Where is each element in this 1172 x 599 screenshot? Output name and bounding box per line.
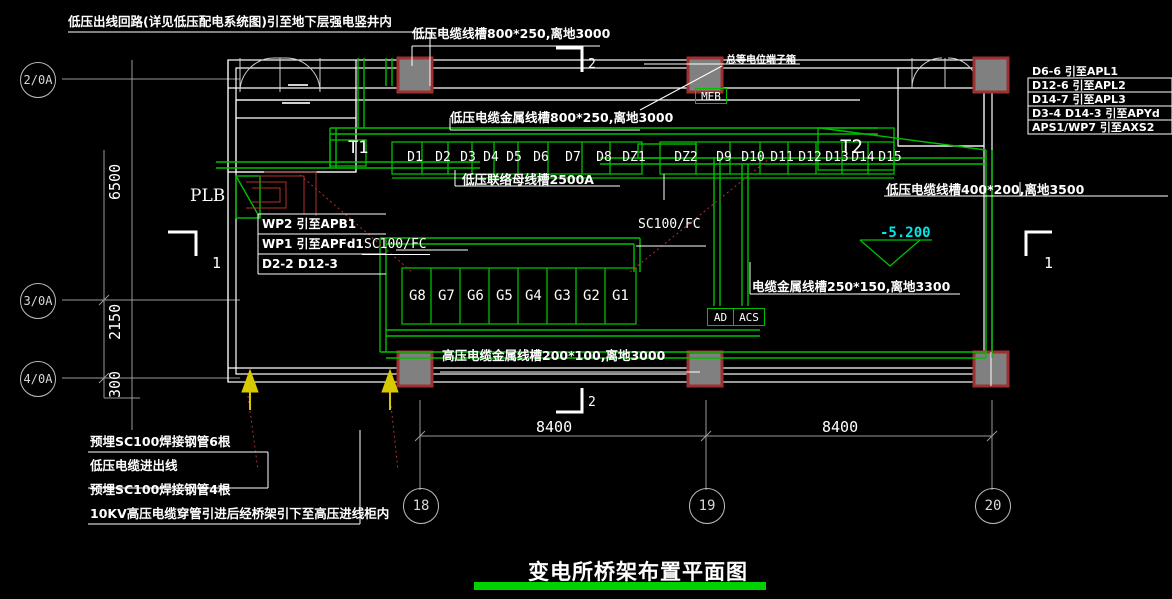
lv-panel-d14[interactable]: D14	[851, 150, 875, 165]
lv-panel-d13[interactable]: D13	[825, 150, 849, 165]
hv-panel-g4[interactable]: G4	[525, 288, 542, 304]
hv-panel-g7[interactable]: G7	[438, 288, 455, 304]
lv-panel-d4[interactable]: D4	[483, 150, 499, 165]
lv-panel-d5[interactable]: D5	[506, 150, 522, 165]
bottom-note-3: 预埋SC100焊接钢管4根	[90, 482, 231, 497]
dimension-vertical-2150: 2150	[106, 303, 124, 340]
title-underline	[474, 582, 766, 590]
lv-panel-d12[interactable]: D12	[798, 150, 822, 165]
annotation-hv-trough: 高压电缆金属线槽200*100,离地3000	[442, 348, 666, 363]
hv-panel-g1[interactable]: G1	[612, 288, 629, 304]
lv-panel-d8[interactable]: D8	[596, 150, 612, 165]
dimension-horizontal-right: 8400	[822, 418, 859, 436]
left-circuit-ref-2: WP1 引至APFd1	[262, 237, 364, 251]
grid-bubble-20[interactable]: 20	[975, 488, 1011, 524]
label-elevation: -5.200	[880, 225, 931, 241]
ground-entry-arrows	[241, 368, 399, 410]
lv-panel-d7[interactable]: D7	[565, 150, 581, 165]
label-sc100fc-left: SC100/FC	[364, 237, 427, 252]
annotation-lv-metal-trough: 低压电缆金属线槽800*250,离地3000	[450, 110, 674, 125]
right-circuit-ref-5: APS1/WP7 引至AXS2	[1032, 121, 1155, 134]
dimension-vertical-300: 300	[106, 370, 124, 398]
section-mark-2-top: 2	[588, 57, 596, 72]
right-circuit-ref-3: D14-7 引至APL3	[1032, 93, 1126, 106]
annotation-top-mid: 低压电缆线槽800*250,离地3000	[412, 26, 611, 41]
door-swing-arcs	[239, 57, 979, 93]
dimension-vertical-6500: 6500	[106, 163, 124, 200]
equipment-box-ad[interactable]: AD	[707, 308, 734, 326]
underline-sc100fc-left	[362, 254, 430, 255]
dimension-horizontal-left: 8400	[536, 418, 573, 436]
lv-panel-d9[interactable]: D9	[716, 150, 732, 165]
annotation-right-trough: 低压电缆线槽400*200,离地3500	[886, 182, 1085, 197]
label-transformer-t1: T1	[348, 138, 369, 158]
red-leader-lines	[247, 157, 771, 471]
structural-columns	[396, 56, 1010, 388]
label-plb: PLB	[190, 186, 226, 206]
lv-panel-d10[interactable]: D10	[741, 150, 765, 165]
lv-panel-d1[interactable]: D1	[407, 150, 423, 165]
hv-panel-g3[interactable]: G3	[554, 288, 571, 304]
text-leaders	[68, 31, 1168, 525]
bottom-note-1: 预埋SC100焊接钢管6根	[90, 434, 231, 449]
grid-bubble-19[interactable]: 19	[689, 488, 725, 524]
hv-panel-g6[interactable]: G6	[467, 288, 484, 304]
lv-panel-d2[interactable]: D2	[435, 150, 451, 165]
lv-panel-d15[interactable]: D15	[878, 150, 902, 165]
bottom-note-2: 低压电缆进出线	[90, 458, 178, 473]
right-circuit-ref-2: D12-6 引至APL2	[1032, 79, 1126, 92]
elevation-symbol	[859, 239, 932, 267]
conduit-leaders	[246, 171, 317, 216]
grid-bubble-3-0A[interactable]: 3/0A	[20, 283, 56, 319]
grid-bubble-18[interactable]: 18	[403, 488, 439, 524]
cable-tray-network	[216, 58, 993, 359]
equipment-box-acs[interactable]: ACS	[733, 308, 765, 326]
label-transformer-t2: T2	[840, 136, 863, 158]
section-mark-1-left: 1	[212, 254, 222, 272]
lv-panel-dz2[interactable]: DZ2	[674, 150, 698, 165]
annotation-cable-trough-250: 电缆金属线槽250*150,离地3300	[752, 279, 951, 294]
drawing-title: 变电所桥架布置平面图	[528, 560, 748, 584]
right-circuit-ref-4: D3-4 D14-3 引至APYd	[1032, 107, 1160, 120]
annotation-top-left: 低压出线回路(详见低压配电系统图)引至地下层强电竖井内	[68, 14, 392, 29]
section-mark-2-bottom: 2	[588, 395, 596, 410]
hv-panel-g2[interactable]: G2	[583, 288, 600, 304]
lv-panel-d11[interactable]: D11	[770, 150, 794, 165]
left-circuit-ref-1: WP2 引至APB1	[262, 217, 357, 231]
lv-panel-d3[interactable]: D3	[460, 150, 476, 165]
hv-panel-g8[interactable]: G8	[409, 288, 426, 304]
grid-bubble-2-0A[interactable]: 2/0A	[20, 62, 56, 98]
wall-hatching	[282, 84, 310, 104]
hv-panel-g5[interactable]: G5	[496, 288, 513, 304]
right-circuit-ref-1: D6-6 引至APL1	[1032, 65, 1119, 78]
annotation-bus-coupler: 低压联络母线槽2500A	[462, 172, 594, 187]
section-mark-1-right: 1	[1044, 254, 1054, 272]
left-circuit-ref-3: D2-2 D12-3	[262, 257, 338, 271]
bottom-note-4: 10KV高压电缆穿管引进后经桥架引下至高压进线柜内	[90, 506, 390, 521]
label-sc100fc-right: SC100/FC	[638, 217, 701, 232]
annotation-meb: 总等电位端子箱	[726, 55, 796, 66]
lv-panel-d6[interactable]: D6	[533, 150, 549, 165]
equipment-box-meb[interactable]: MEB	[695, 88, 727, 104]
grid-bubble-4-0A[interactable]: 4/0A	[20, 361, 56, 397]
lv-panel-dz1[interactable]: DZ1	[622, 150, 646, 165]
